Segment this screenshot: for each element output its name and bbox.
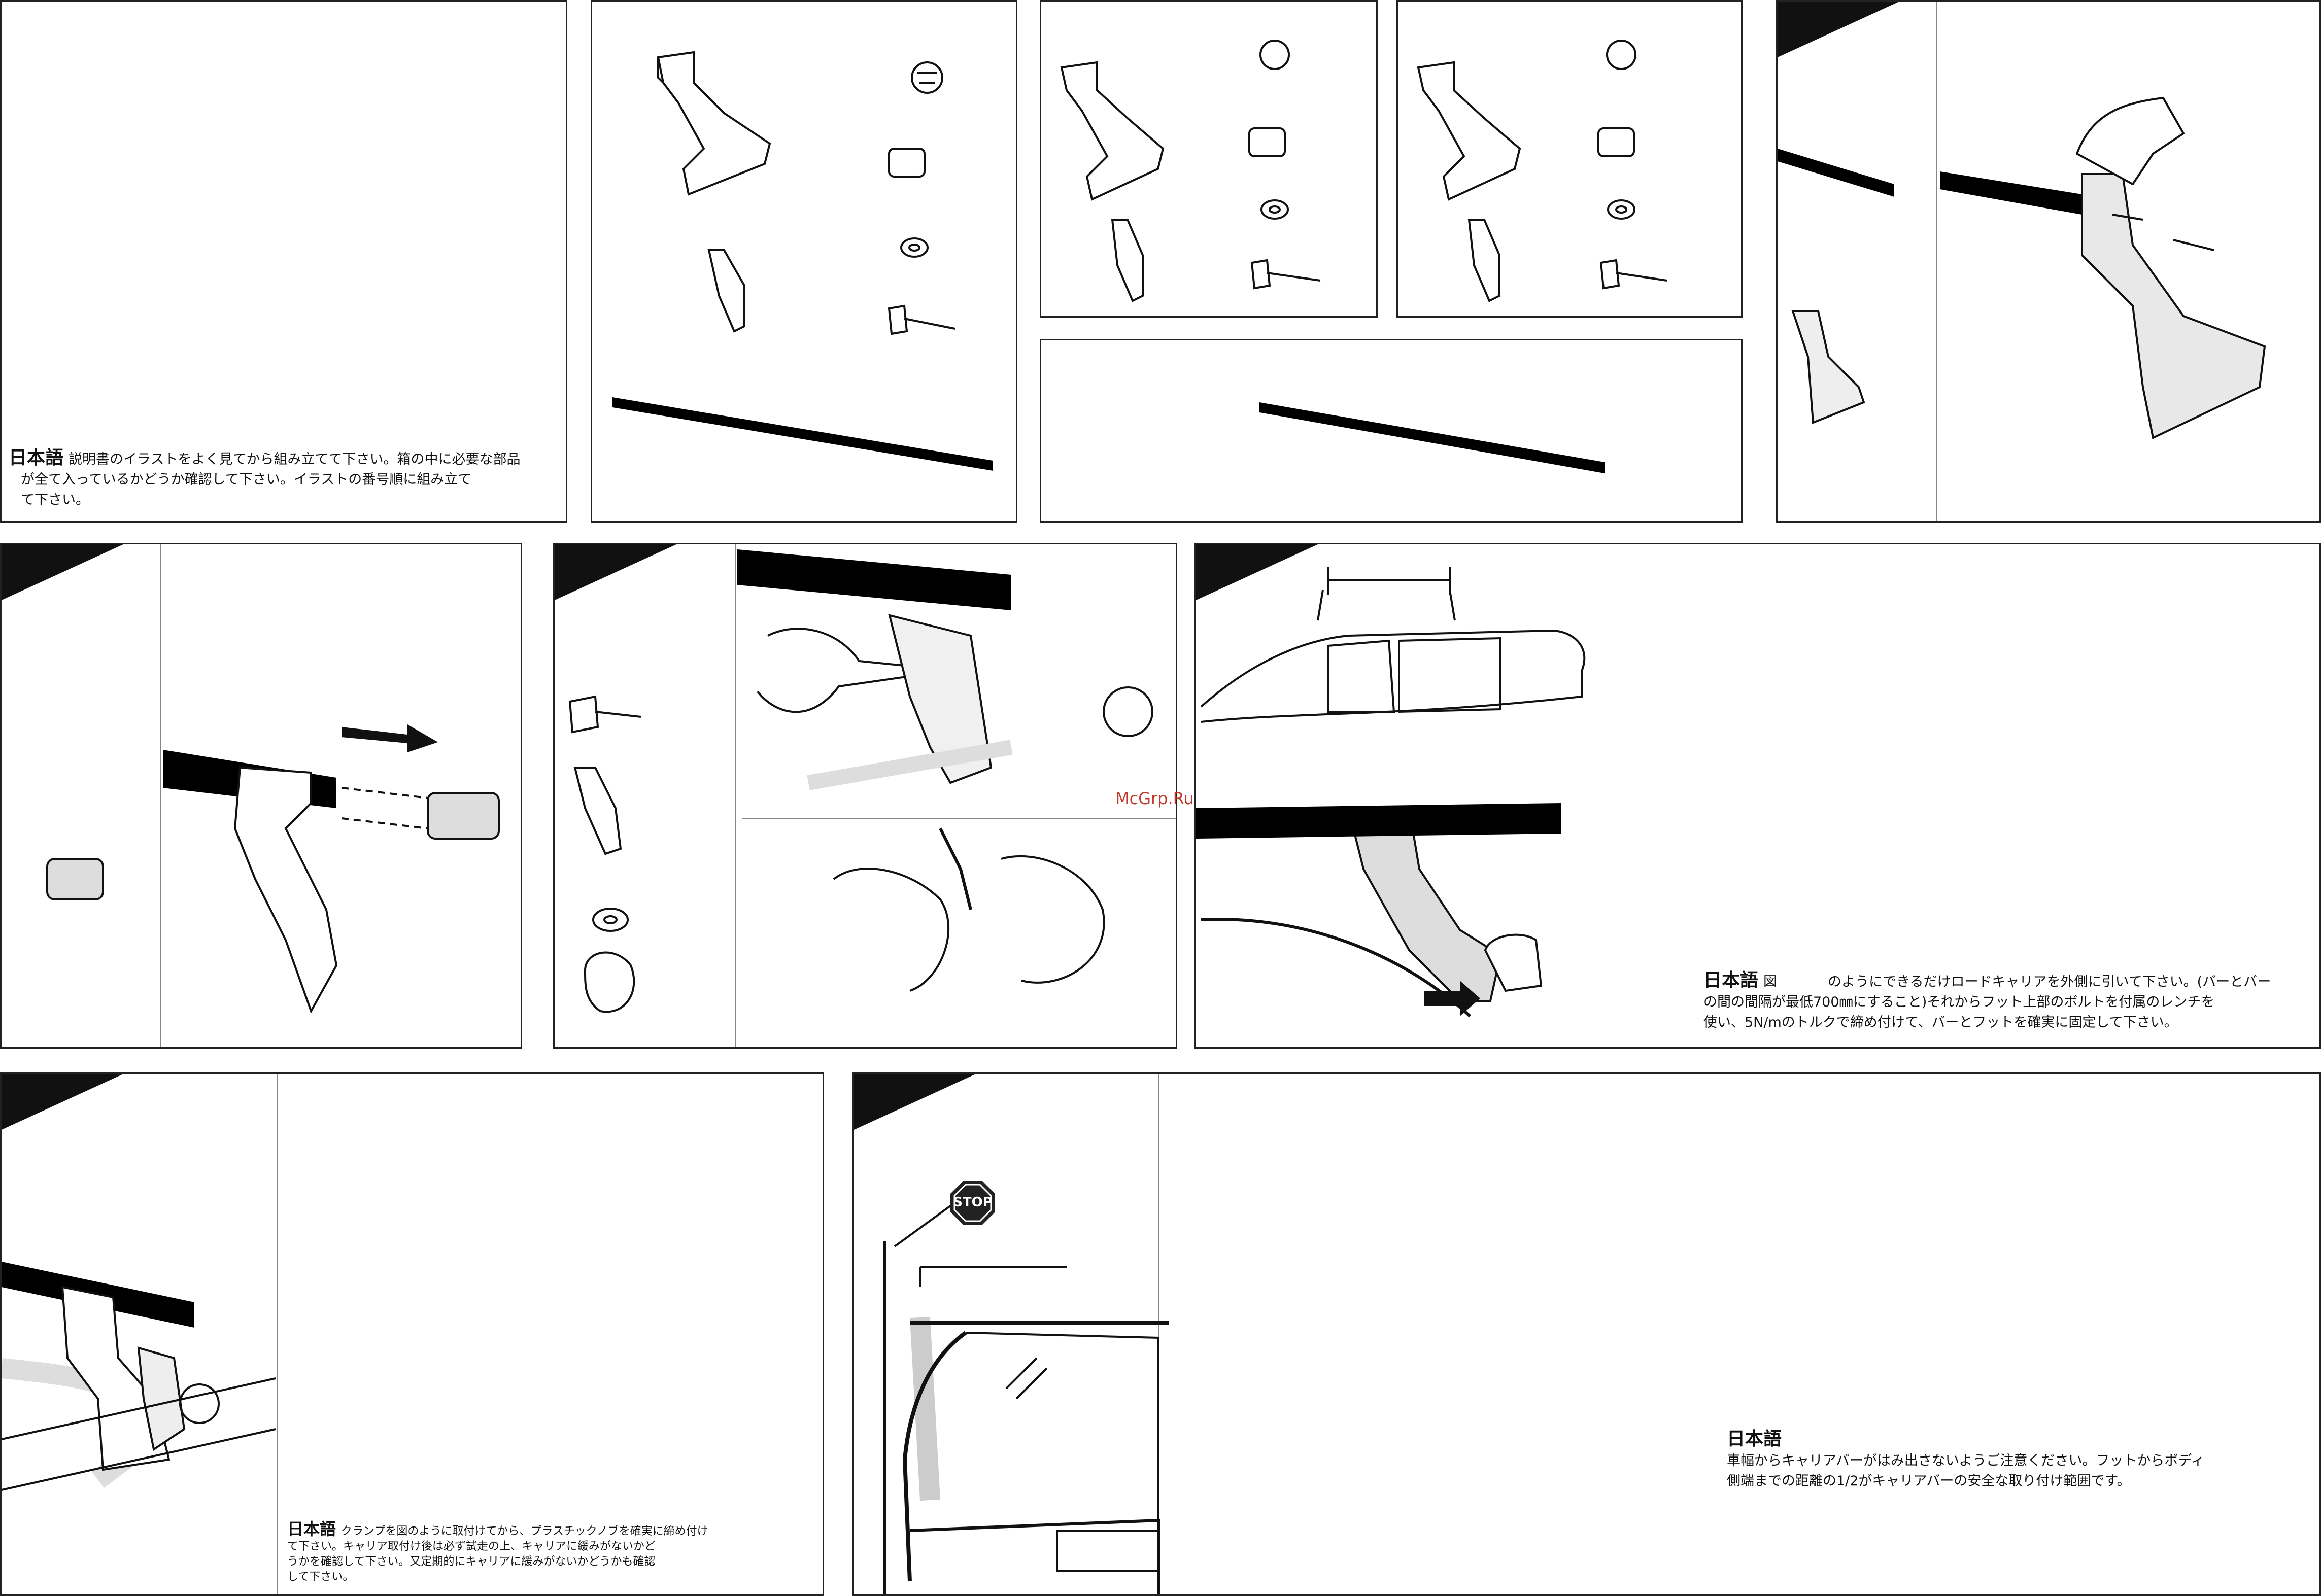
step-5-heading: 日本語 [1727, 1429, 1782, 1449]
step-2-corner [2, 544, 123, 600]
parts-illustration-b [1060, 40, 1321, 302]
foot-part [657, 51, 771, 196]
step-4-line-3: うかを確認して下さい。又定期的にキャリアに緩みがないかどうかも確認 [287, 1555, 656, 1568]
step-1-panel [1776, 0, 2321, 523]
stop-sign-label: STOP [953, 1195, 993, 1210]
parts-illustration-a [612, 51, 993, 471]
step-2-divider [160, 544, 161, 1047]
intro-line-2: が全て入っているかどうか確認して下さい。イラストの番号順に組み立て [21, 472, 472, 488]
step-4-corner [2, 1074, 123, 1130]
step-3a-corner [555, 544, 676, 600]
step-5-illustration [883, 1181, 1169, 1594]
step-3a-divider [735, 544, 736, 1047]
step-4-text: 日本語クランプを図のように取付けてから、プラスチックノブを確実に締め付け て下さ… [287, 1521, 820, 1585]
step-4-line-1: クランプを図のように取付けてから、プラスチックノブを確実に締め付け [341, 1525, 708, 1538]
intro-text: 日本語説明書のイラストをよく見てから組み立てて下さい。箱の中に必要な部品 が全て… [9, 448, 562, 510]
step-5-line-2: 側端までの距離の1/2がキャリアバーの安全な取り付け範囲です。 [1727, 1473, 2131, 1489]
step-3-line-1b: のようにできるだけロードキャリアを外側に引いて下さい。(バーとバー [1828, 974, 2271, 990]
step-3b-illustration [1196, 567, 1586, 1018]
step-4-line-4: して下さい。 [287, 1571, 354, 1583]
step-2-illustration [46, 724, 500, 1014]
bar-illustration [1259, 402, 1605, 473]
step-4-divider [277, 1074, 278, 1594]
step-5-divider [1158, 1074, 1159, 1594]
step-3-heading: 日本語 [1703, 970, 1759, 991]
step-4-illustration [2, 1262, 276, 1491]
watermark: McGrp.Ru [1115, 789, 1194, 808]
parts-illustration-c [1417, 40, 1667, 302]
step-3-text: 日本語図 のようにできるだけロードキャリアを外側に引いて下さい。(バーとバー の間… [1703, 970, 2312, 1033]
step-5-corner [854, 1074, 976, 1130]
knob-part [911, 61, 943, 94]
step-5-panel: STOP 日本語 車幅からキャリアバーがはみ出さないようご注意ください。フットか… [852, 1072, 2321, 1596]
intro-line-1: 説明書のイラストをよく見てから組み立てて下さい。箱の中に必要な部品 [69, 452, 521, 467]
intro-heading: 日本語 [9, 447, 64, 468]
step-1-divider [1936, 2, 1937, 521]
step-5-line-1: 車幅からキャリアバーがはみ出さないようご注意ください。フットからボディ [1727, 1453, 2205, 1469]
rubber-part [888, 148, 926, 178]
step-3-line-2: の間の間隔が最低700㎜にすること)それからフット上部のボルトを付属のレンチを [1703, 994, 2215, 1010]
stop-sign-icon [950, 1181, 995, 1225]
step-4-line-2: て下さい。キャリア取付け後は必ず試走の上、キャリアに緩みがないかど [287, 1540, 656, 1553]
washer-part [900, 237, 929, 258]
step-3b-panel: 日本語図 のようにできるだけロードキャリアを外側に引いて下さい。(バーとバー の間… [1194, 543, 2321, 1049]
parts-panel-b [1040, 0, 1378, 318]
step-1-corner [1778, 2, 1899, 57]
step-5-text: 日本語 車幅からキャリアバーがはみ出さないようご注意ください。フットからボディ … [1727, 1429, 2315, 1491]
bar-panel [1040, 339, 1743, 523]
parts-panel-c [1396, 0, 1743, 318]
bar-part [612, 397, 993, 471]
step-4-panel: 日本語クランプを図のように取付けてから、プラスチックノブを確実に締め付け て下さ… [0, 1072, 824, 1596]
step-3a-hsplit [742, 818, 1176, 819]
bolt-part [888, 304, 955, 335]
clamp-part [707, 249, 745, 333]
step-3-line-3: 使い、5N/mのトルクで締め付けて、バーとフットを確実に固定して下さい。 [1703, 1015, 2178, 1030]
step-3a-illustration [568, 549, 1153, 1013]
step-3-line-1a: 図 [1763, 974, 1778, 990]
intro-line-3: て下さい。 [21, 492, 89, 508]
intro-panel: 日本語説明書のイラストをよく見てから組み立てて下さい。箱の中に必要な部品 が全て… [0, 0, 567, 523]
step-2-panel [0, 543, 522, 1049]
parts-panel-a [591, 0, 1017, 523]
step-4-heading: 日本語 [287, 1519, 336, 1539]
step-3b-corner [1196, 544, 1318, 600]
step-1-illustration [1778, 96, 2266, 439]
step-3a-panel [553, 543, 1177, 1049]
